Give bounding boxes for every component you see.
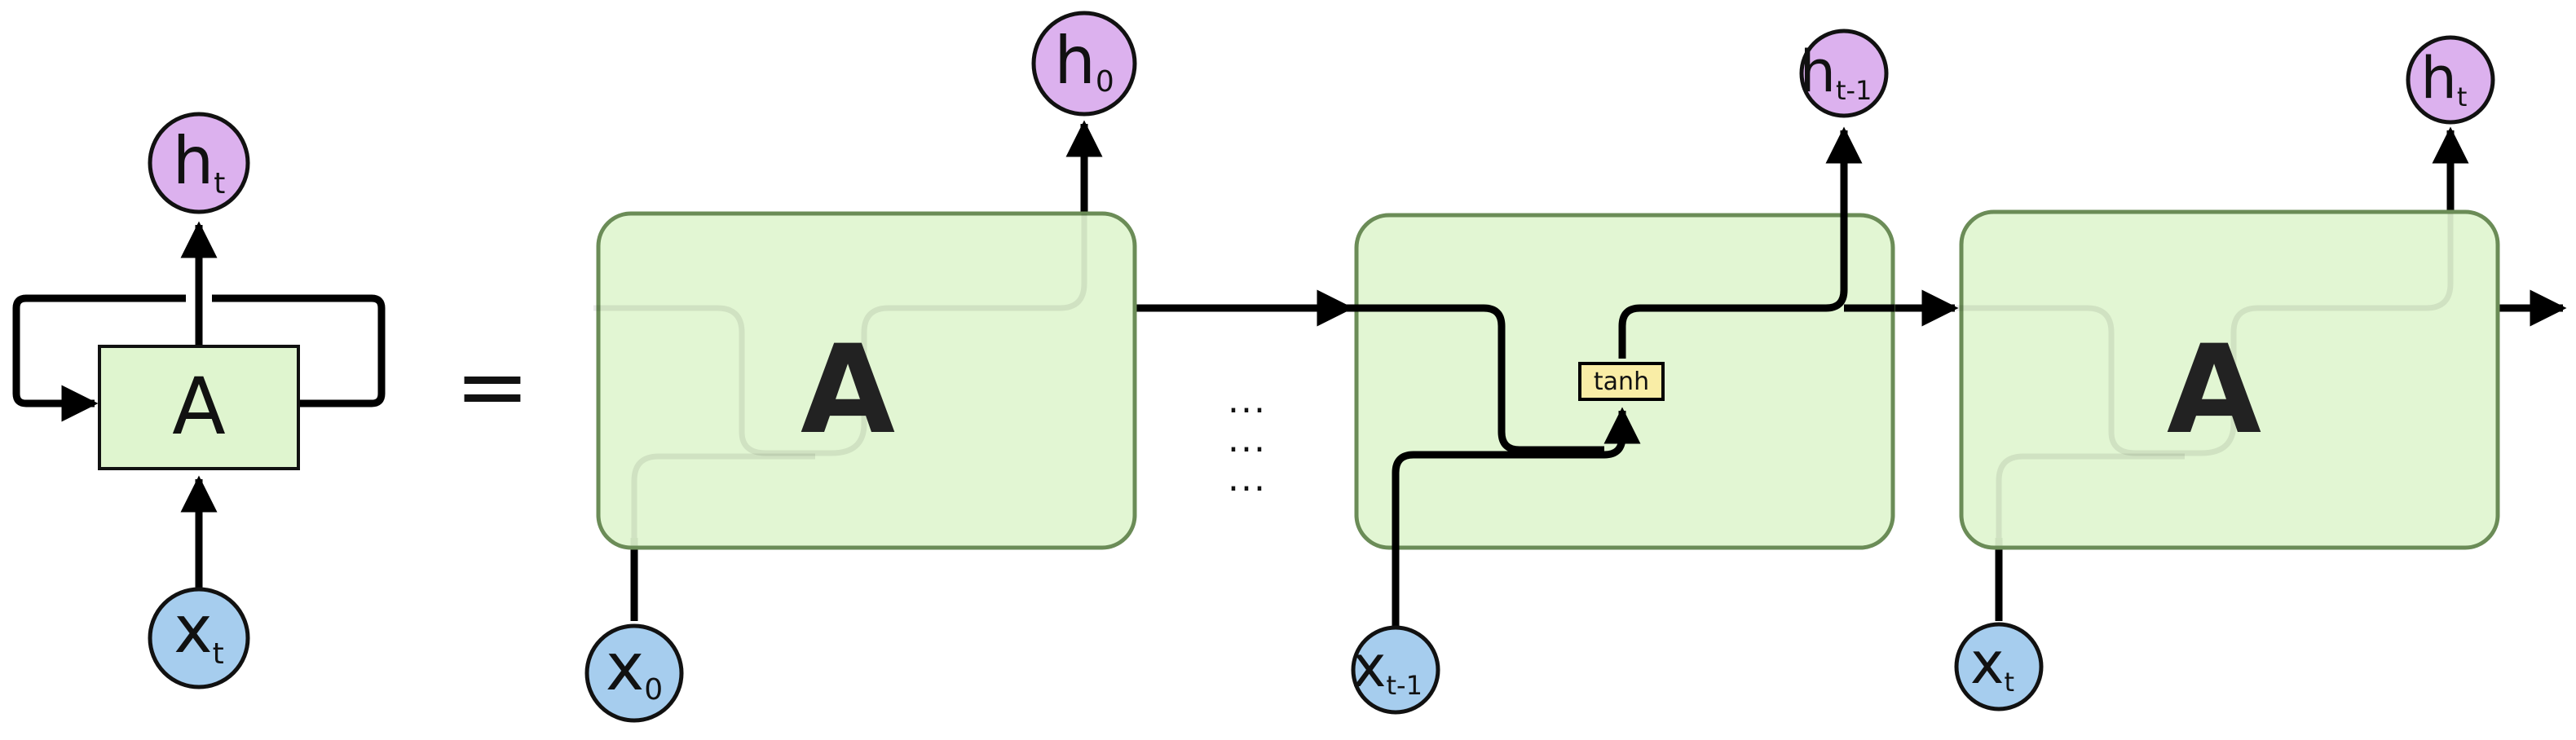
recurrent-loop-return (12, 294, 186, 422)
cell-0: A h0 x0 (584, 11, 1137, 723)
cell-0-input-node: x0 (584, 623, 684, 723)
svg-text:h0: h0 (1054, 23, 1114, 99)
ellipsis: ... ... ... (1228, 380, 1267, 500)
svg-text:ht-1: ht-1 (1800, 38, 1872, 106)
cell-2-input-node: xt (1954, 622, 2044, 711)
cell-1-input-path (1392, 407, 1641, 626)
cell-2: A ht xt (1954, 35, 2500, 711)
svg-text:xt-1: xt-1 (1352, 633, 1423, 701)
cell-1-output-node: ht-1 (1799, 29, 1889, 118)
svg-text:x0: x0 (606, 629, 663, 707)
folded-cell-label: A (172, 361, 226, 452)
cell-2-output-node: ht (2406, 35, 2495, 125)
folded-rnn: A ht xt (12, 112, 386, 689)
recurrent-loop-line (212, 294, 386, 407)
ellipsis-line-3: ... (1228, 458, 1267, 500)
ellipsis-line-1: ... (1228, 380, 1267, 421)
cell-0-label: A (801, 319, 895, 461)
folded-output-node: ht (148, 112, 250, 214)
equals-sign: = (455, 334, 530, 438)
cell-1-hidden-path (1350, 304, 1604, 454)
cell-1: tanh ht-1 xt-1 (1350, 29, 1895, 715)
cell-2-internal-path (1956, 214, 2454, 456)
folded-cell (98, 345, 300, 470)
svg-text:xt: xt (1970, 630, 2014, 698)
svg-text:ht: ht (2421, 45, 2468, 112)
cell-0-internal-path (593, 214, 1087, 456)
svg-text:xt: xt (174, 592, 223, 671)
cell-1-input-node: xt-1 (1351, 625, 1440, 715)
tanh-activation: tanh (1578, 362, 1665, 401)
svg-text:ht: ht (173, 123, 226, 200)
unrolled-chain: A h0 x0 ... ... ... (584, 11, 2567, 723)
folded-input-node: xt (148, 587, 250, 689)
cell-1-tanh-out-path (1618, 126, 1863, 359)
tanh-label: tanh (1594, 368, 1649, 396)
cell-0-output-node: h0 (1031, 11, 1137, 117)
ellipsis-line-2: ... (1228, 419, 1267, 460)
cell-2-label: A (2167, 319, 2261, 461)
